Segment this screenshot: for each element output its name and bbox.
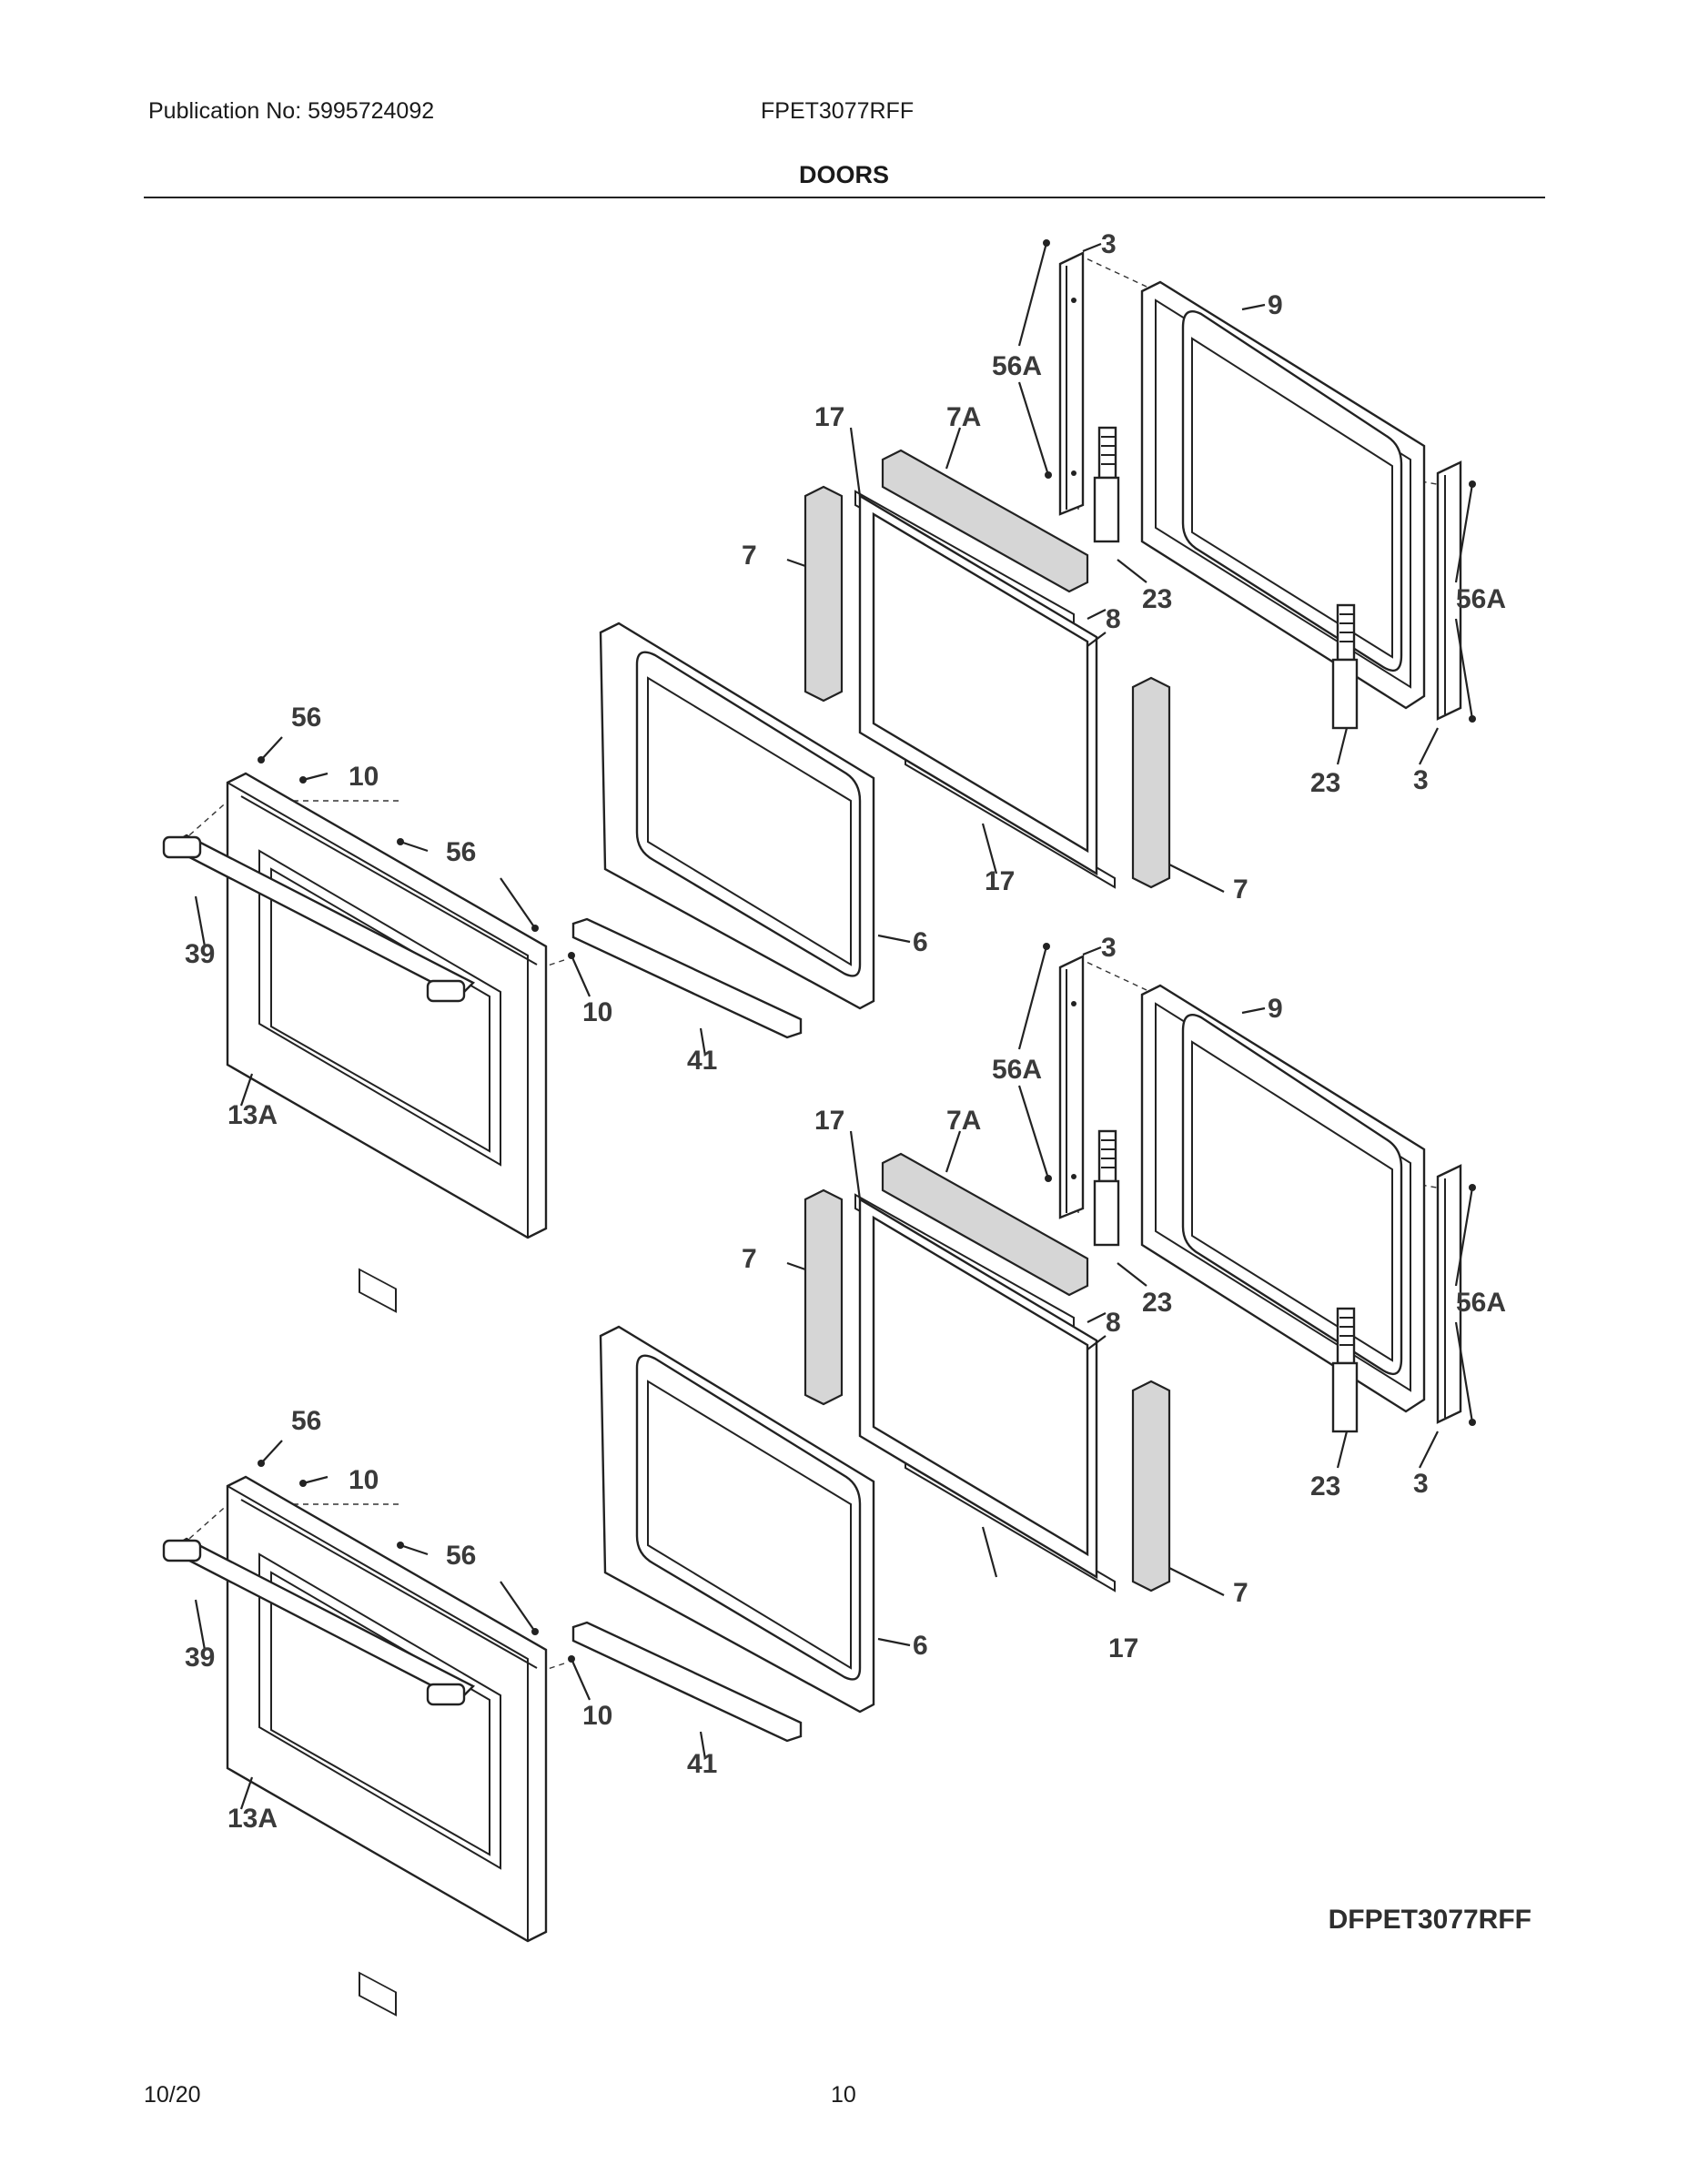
callout-17-bottom: 17 <box>985 866 1015 896</box>
callout-7-right: 7 <box>1233 1578 1248 1608</box>
callout-7-right: 7 <box>1233 875 1248 905</box>
callout-9: 9 <box>1268 994 1283 1024</box>
callout-23-lower: 23 <box>1310 1471 1340 1502</box>
diagram-code: DFPET3077RFF <box>1328 1905 1531 1935</box>
callout-8: 8 <box>1106 604 1121 634</box>
callout-10-top: 10 <box>349 762 379 792</box>
callout-39: 39 <box>185 1643 215 1673</box>
callout-56-mid: 56 <box>446 837 476 867</box>
callout-56-top: 56 <box>291 703 321 733</box>
page-title: DOORS <box>798 161 889 188</box>
model-number: FPET3077RFF <box>761 98 915 124</box>
callout-3-top: 3 <box>1101 933 1117 963</box>
callout-7a: 7A <box>946 402 981 432</box>
publication-date: 10/20 <box>144 2082 201 2108</box>
callout-17-top: 17 <box>814 1106 844 1136</box>
callout-41: 41 <box>687 1749 717 1779</box>
callout-56-mid: 56 <box>446 1541 476 1571</box>
callout-10-bottom: 10 <box>582 1701 612 1731</box>
callout-7-left: 7 <box>742 1244 757 1274</box>
callout-6: 6 <box>913 1631 928 1661</box>
callout-3-bottom: 3 <box>1413 1469 1429 1499</box>
callout-56a-left: 56A <box>992 1055 1042 1085</box>
lower-door-assembly: 3 9 56A 17 7A 7 23 56A 8 23 3 17 7 6 56 … <box>162 933 1506 2017</box>
callout-23-upper: 23 <box>1142 584 1172 614</box>
callout-17-top: 17 <box>814 402 844 432</box>
callout-3-top: 3 <box>1101 229 1117 259</box>
callout-7a: 7A <box>946 1106 981 1136</box>
callout-56a-right: 56A <box>1456 584 1506 614</box>
header-divider <box>144 197 1545 198</box>
callout-56a-right: 56A <box>1456 1288 1506 1318</box>
callout-8: 8 <box>1106 1308 1121 1338</box>
upper-door-assembly: 3 9 56A 17 7A 7 23 56A 8 23 3 17 7 6 56 … <box>162 229 1506 1313</box>
callout-10-bottom: 10 <box>582 997 612 1027</box>
callout-13a: 13A <box>227 1100 278 1130</box>
callout-56a-left: 56A <box>992 351 1042 381</box>
callout-7-left: 7 <box>742 541 757 571</box>
callout-56-top: 56 <box>291 1406 321 1436</box>
callout-3-bottom: 3 <box>1413 765 1429 795</box>
callout-41: 41 <box>687 1046 717 1076</box>
callout-23-lower: 23 <box>1310 768 1340 798</box>
publication-number: Publication No: 5995724092 <box>148 98 435 124</box>
callout-10-top: 10 <box>349 1465 379 1495</box>
page-number: 10 <box>831 2082 856 2108</box>
callout-17-bottom: 17 <box>1108 1633 1138 1663</box>
callout-39: 39 <box>185 939 215 969</box>
callout-23-upper: 23 <box>1142 1288 1172 1318</box>
callout-9: 9 <box>1268 290 1283 320</box>
callout-13a: 13A <box>227 1804 278 1834</box>
callout-6: 6 <box>913 927 928 957</box>
